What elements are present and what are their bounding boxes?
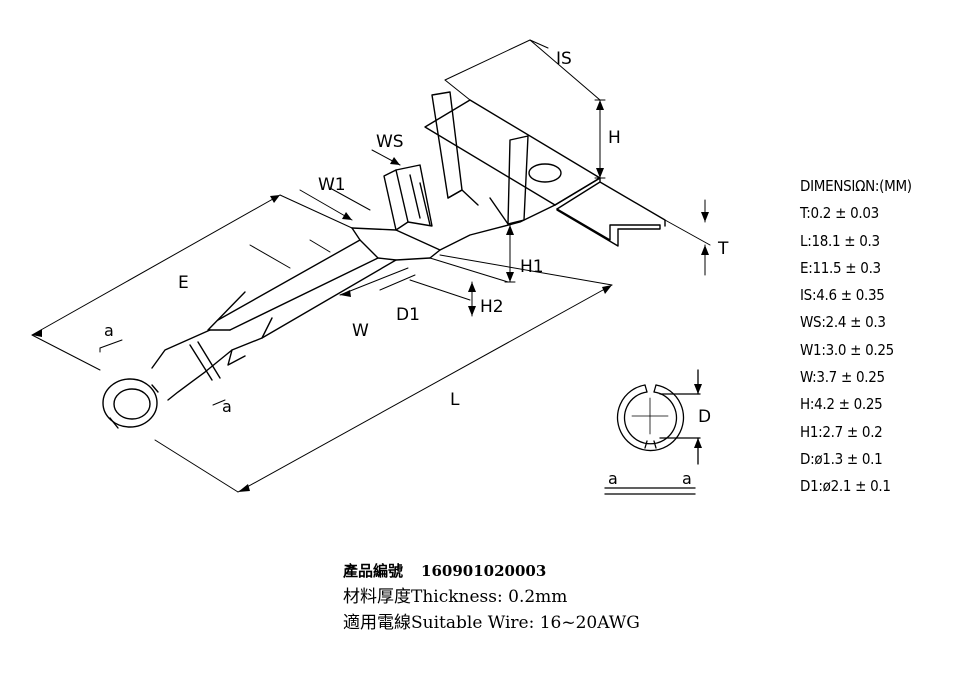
dimension-row-D: D:ø1.3 ± 0.1 <box>800 449 883 468</box>
label-W: W <box>352 321 369 341</box>
dimension-row-D1: D1:ø2.1 ± 0.1 <box>800 477 891 496</box>
part-number-row: 產品編號 160901020003 <box>343 558 763 584</box>
dimension-table: DIMENSIΩN:(MM) T:0.2 ± 0.03 L:18.1 ± 0.3… <box>800 173 970 501</box>
dimension-header: DIMENSIΩN:(MM) <box>800 177 912 195</box>
label-W1: W1 <box>318 175 346 195</box>
dimension-row-H: H:4.2 ± 0.25 <box>800 395 883 414</box>
dimension-lines <box>31 39 711 493</box>
dimension-row-T: T:0.2 ± 0.03 <box>800 204 879 223</box>
label-H1: H1 <box>520 257 544 277</box>
dimension-labels: IS H WS W1 T E H1 H2 D1 W L D a a a a <box>104 49 729 488</box>
arrowheads <box>32 100 709 492</box>
dimension-row-E: E:11.5 ± 0.3 <box>800 258 881 277</box>
label-WS: WS <box>376 132 404 152</box>
dimension-row-H1: H1:2.7 ± 0.2 <box>800 422 883 441</box>
dimension-row-L: L:18.1 ± 0.3 <box>800 231 880 250</box>
dimension-row-IS: IS:4.6 ± 0.35 <box>800 286 885 305</box>
dimension-row-W: W:3.7 ± 0.25 <box>800 368 885 387</box>
label-L: L <box>450 390 460 410</box>
label-H2: H2 <box>480 297 504 317</box>
label-a-section-left: a <box>608 469 618 488</box>
wire-row: 適用電線Suitable Wire: 16~20AWG <box>343 613 640 633</box>
dimension-row-WS: WS:2.4 ± 0.3 <box>800 313 886 332</box>
cross-section <box>604 369 701 495</box>
label-D: D <box>698 407 711 427</box>
dimension-row-W1: W1:3.0 ± 0.25 <box>800 340 894 359</box>
label-D1: D1 <box>396 305 420 325</box>
product-info: 產品編號 160901020003 材料厚度Thickness: 0.2mm 適用… <box>343 558 763 636</box>
label-T: T <box>717 239 729 259</box>
label-IS: IS <box>556 49 572 69</box>
terminal-outline <box>102 91 666 429</box>
label-E: E <box>178 273 189 293</box>
part-number: 160901020003 <box>421 562 547 580</box>
part-number-label: 產品編號 <box>343 562 404 580</box>
label-H: H <box>608 128 621 148</box>
thickness-row: 材料厚度Thickness: 0.2mm <box>343 587 568 607</box>
label-a-bottom: a <box>222 397 232 416</box>
label-a-section-right: a <box>682 469 692 488</box>
label-a-left: a <box>104 321 114 340</box>
